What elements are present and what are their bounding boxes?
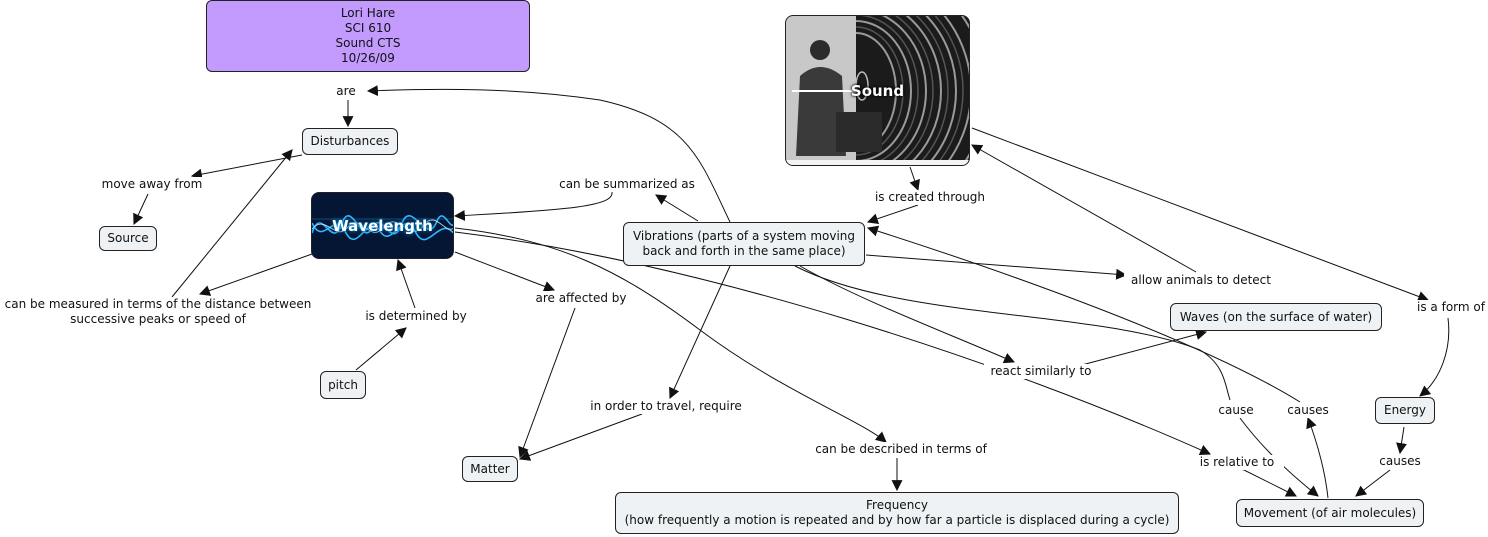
label-allow-animals: allow animals to detect: [1124, 273, 1278, 288]
link-movement-causes: [1306, 416, 1329, 499]
frequency-node[interactable]: Frequency (how frequently a motion is re…: [615, 492, 1179, 534]
label-are: are: [330, 84, 362, 99]
pitch-node[interactable]: pitch: [320, 371, 366, 399]
link-vibrations-cause: [794, 265, 1231, 401]
label-in-order-to-travel: in order to travel, require: [582, 399, 750, 414]
link-determined-wavelength: [396, 258, 416, 309]
label-react-similarly: react similarly to: [984, 364, 1098, 379]
label-cause: cause: [1212, 403, 1260, 418]
link-causes-vibrations: [866, 225, 1301, 403]
link-form-energy: [1419, 317, 1450, 397]
link-energy-causes: [1396, 426, 1407, 455]
photo-man-with-sound-waves-icon: [786, 16, 969, 165]
link-sound-created: [909, 166, 920, 192]
label-causes-1: causes: [1278, 403, 1338, 418]
wavelength-image-node[interactable]: Wavelength: [311, 192, 454, 259]
disturbances-node[interactable]: Disturbances: [302, 128, 398, 155]
energy-node[interactable]: Energy: [1375, 397, 1435, 424]
label-is-relative-to: is relative to: [1190, 455, 1284, 470]
link-causes-movement: [1355, 469, 1391, 497]
label-can-be-described: can be described in terms of: [808, 442, 994, 457]
label-can-be-measured: can be measured in terms of the distance…: [0, 297, 316, 327]
source-node[interactable]: Source: [99, 226, 157, 251]
wavelength-caption: Wavelength: [332, 216, 433, 235]
link-travel-matter: [518, 413, 643, 461]
link-created-vibrations: [866, 204, 919, 225]
link-vibrations-travel: [669, 265, 731, 400]
vibrations-node[interactable]: Vibrations (parts of a system moving bac…: [623, 222, 865, 266]
link-relative-movement: [1239, 467, 1297, 497]
link-affected-matter: [518, 307, 576, 459]
link-sound-form: [971, 127, 1430, 302]
link-pitch-determined: [355, 327, 407, 371]
sound-image-node[interactable]: Sound: [785, 15, 970, 166]
label-can-be-summarized-as: can be summarized as: [552, 177, 702, 192]
link-vibrations-are: [366, 85, 731, 223]
label-move-away-from: move away from: [94, 177, 210, 192]
link-wavelength-affected: [454, 251, 556, 292]
link-wavelength-measured: [198, 253, 313, 296]
label-is-determined-by: is determined by: [358, 309, 474, 324]
link-wavelength-described: [454, 227, 887, 443]
matter-node[interactable]: Matter: [462, 456, 518, 482]
link-vibrations-allow: [865, 254, 1128, 280]
link-measured-disturbances: [171, 149, 293, 298]
link-allow-sound: [971, 144, 1197, 273]
label-is-a-form-of: is a form of: [1410, 300, 1488, 315]
link-vibrations-summarized: [655, 194, 699, 222]
glowing-blue-waveform-icon: [312, 193, 453, 258]
link-summarized-wavelength: [453, 191, 613, 221]
title-node[interactable]: Lori Hare SCI 610 Sound CTS 10/26/09: [206, 0, 530, 72]
sound-caption: Sound: [850, 81, 905, 100]
label-causes-2: causes: [1370, 454, 1430, 469]
link-react-waves: [1077, 329, 1208, 367]
label-are-affected-by: are affected by: [528, 291, 634, 306]
label-is-created-through: is created through: [866, 190, 994, 205]
movement-node[interactable]: Movement (of air molecules): [1236, 499, 1424, 527]
link-vibrations-react: [799, 265, 1016, 364]
link-wavelength-relative: [454, 231, 1212, 455]
waves-water-node[interactable]: Waves (on the surface of water): [1170, 303, 1382, 331]
link-move-source: [133, 193, 149, 225]
